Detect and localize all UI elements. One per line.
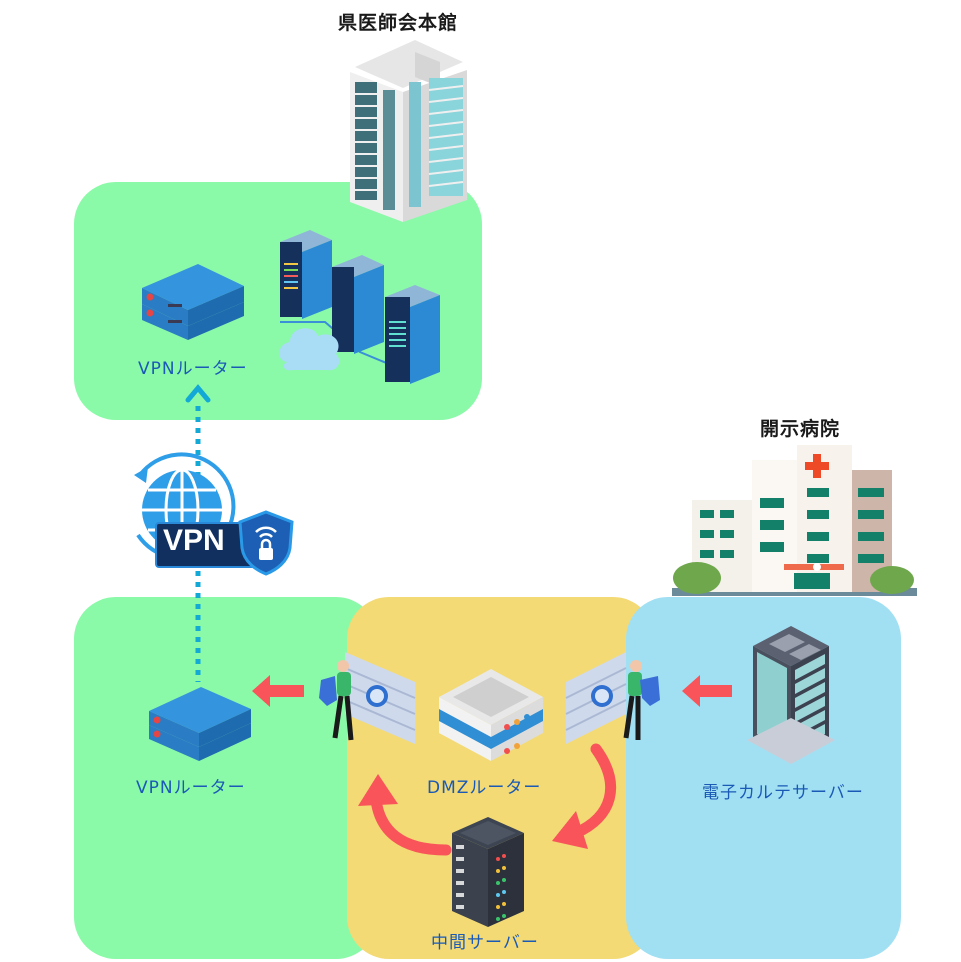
- intermediate-server-label: 中間サーバー: [431, 933, 539, 953]
- vpn-link-line: [185, 384, 211, 682]
- shield-lock-icon: [238, 510, 294, 576]
- hospital-building-icon: [672, 445, 917, 596]
- firewall-left-icon: [319, 652, 416, 744]
- dmz-router-label: DMZルーター: [427, 778, 542, 798]
- hospital-vpn-router-label: VPNルーター: [136, 778, 246, 798]
- arrow-from-emr-server: [682, 675, 732, 707]
- headquarters-title: 県医師会本館: [338, 12, 459, 34]
- hospital-vpn-router-icon: [149, 687, 251, 761]
- curved-arrow-to-firewall-left: [358, 774, 452, 856]
- hospital-external-zone: [74, 597, 378, 959]
- arrow-to-vpn-router: [252, 675, 304, 707]
- dmz-router-icon: [439, 669, 543, 761]
- hq-vpn-router-icon: [142, 264, 244, 340]
- office-building-icon: [350, 40, 467, 222]
- hq-vpn-router-label: VPNルーター: [138, 359, 248, 379]
- emr-server-label: 電子カルテサーバー: [702, 783, 864, 803]
- firewall-right-icon: [565, 652, 660, 744]
- vpn-badge-text: VPN: [163, 524, 225, 557]
- data-center-servers-icon: [279, 230, 440, 384]
- curved-arrow-to-intermediate: [552, 743, 617, 849]
- intermediate-server-icon: [452, 817, 524, 927]
- emr-server-icon: [747, 626, 835, 764]
- hospital-title: 開示病院: [760, 418, 841, 440]
